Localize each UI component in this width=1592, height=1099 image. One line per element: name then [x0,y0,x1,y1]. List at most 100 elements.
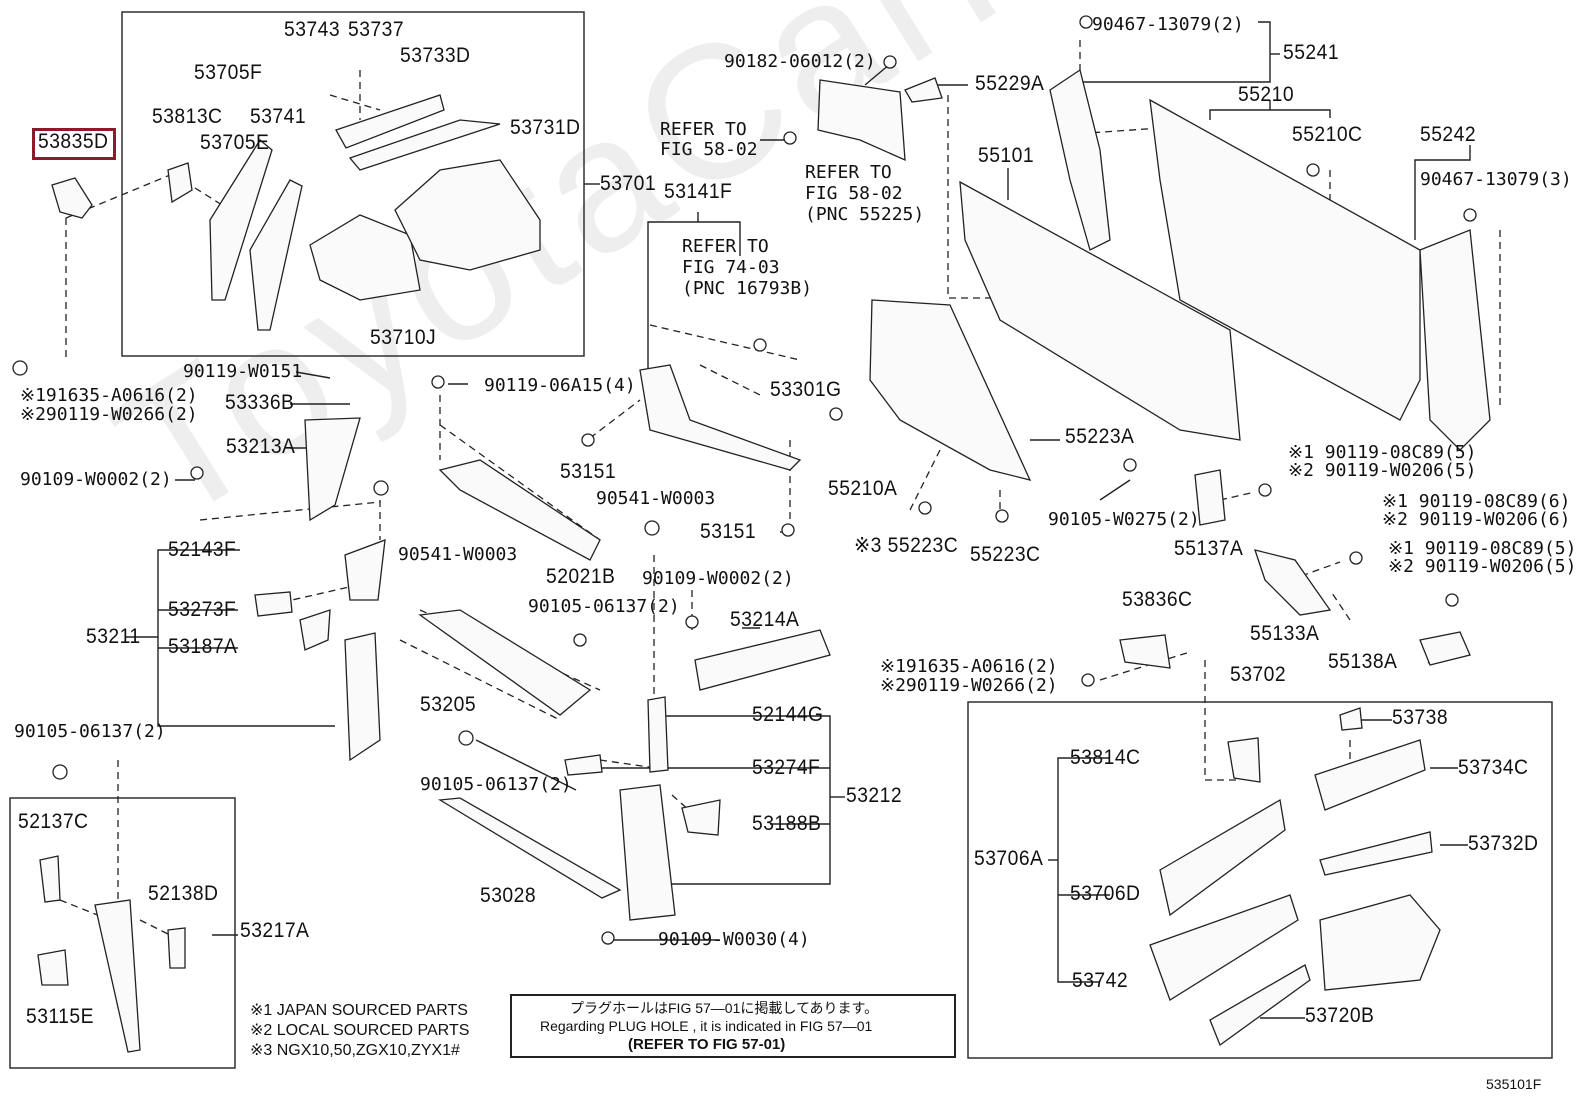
fastener-label-90109-w0002-left[interactable]: 90109-W0002(2) [20,469,172,490]
part-label-52144g[interactable]: 52144G [752,703,824,726]
plug-hole-note-refer[interactable]: (REFER TO FIG 57-01) [628,1036,786,1053]
part-label-53214a[interactable]: 53214A [730,608,800,631]
fastener-label-90119-08c89-a[interactable]: ※1 90119-08C89(5) [1288,442,1477,463]
refer-note-55225-line1: REFER TO [805,162,892,183]
highlight-box [32,128,116,160]
part-label-53813c[interactable]: 53813C [152,105,223,128]
refer-note-55225-line2: FIG 58-02 [805,183,903,204]
footnote-1: ※1 JAPAN SOURCED PARTS [250,1002,468,1019]
part-label-53151-top[interactable]: 53151 [560,460,617,483]
part-label-53706d[interactable]: 53706D [1070,882,1141,905]
fastener-label-90119-w0206-b[interactable]: ※2 90119-W0206(6) [1382,509,1571,530]
fastener-label-90105-06137-bottom[interactable]: 90105-06137(2) [420,774,572,795]
part-label-53213a[interactable]: 53213A [226,435,296,458]
fastener-label-91635-a0616-left[interactable]: ※191635-A0616(2) [20,385,198,406]
part-label-53732d[interactable]: 53732D [1468,832,1539,855]
part-label-53814c[interactable]: 53814C [1070,746,1141,769]
part-label-52021b[interactable]: 52021B [546,565,616,588]
group-box-53702 [967,701,1553,1059]
part-label-55229a[interactable]: 55229A [975,72,1045,95]
part-label-53738[interactable]: 53738 [1392,706,1449,729]
part-label-53706a[interactable]: 53706A [974,847,1044,870]
fastener-label-90119-w0206-c[interactable]: ※2 90119-W0206(5) [1388,556,1577,577]
part-label-53836c[interactable]: 53836C [1122,588,1193,611]
part-label-53211[interactable]: 53211 [86,625,141,648]
part-label-53743[interactable]: 53743 [284,18,341,41]
fastener-label-90119-w0266-left[interactable]: ※290119-W0266(2) [20,404,198,425]
plug-hole-note-japanese: プラグホールはFIG 57—01に掲載してあります。 [570,1000,879,1016]
fastener-label-90105-w0275[interactable]: 90105-W0275(2) [1048,509,1200,530]
part-label-53731d[interactable]: 53731D [510,116,581,139]
footnote-2: ※2 LOCAL SOURCED PARTS [250,1022,470,1039]
part-label-53187a[interactable]: 53187A [168,635,238,658]
part-label-55223a[interactable]: 55223A [1065,425,1135,448]
part-label-53720b[interactable]: 53720B [1305,1004,1375,1027]
part-label-53742[interactable]: 53742 [1072,969,1129,992]
fastener-label-90119-w0266-right[interactable]: ※290119-W0266(2) [880,675,1058,696]
fastener-label-90119-w0206-a[interactable]: ※2 90119-W0206(5) [1288,460,1477,481]
part-label-53737[interactable]: 53737 [348,18,405,41]
part-label-52143f[interactable]: 52143F [168,538,237,561]
refer-note-74-03-line3: (PNC 16793B) [682,278,813,299]
refer-note-74-03-line1: REFER TO [682,236,769,257]
part-label-55138a[interactable]: 55138A [1328,650,1398,673]
part-label-53741[interactable]: 53741 [250,105,307,128]
fastener-label-90105-06137-left[interactable]: 90105-06137(2) [14,721,166,742]
part-label-53734c[interactable]: 53734C [1458,756,1529,779]
refer-note-58-02-line2: FIG 58-02 [660,139,758,160]
part-label-55101[interactable]: 55101 [978,144,1035,167]
fastener-label-90119-08c89-b[interactable]: ※1 90119-08C89(6) [1382,491,1571,512]
footnote-3: ※3 NGX10,50,ZGX10,ZYX1# [250,1042,460,1059]
part-label-53273f[interactable]: 53273F [168,598,237,621]
part-label-52137c[interactable]: 52137C [18,810,89,833]
part-label-53705e[interactable]: 53705E [200,131,270,154]
part-label-53115e[interactable]: 53115E [26,1005,94,1028]
part-label-55241[interactable]: 55241 [1283,41,1340,64]
fastener-label-90467-right[interactable]: 90467-13079(3) [1420,169,1572,190]
part-label-53702[interactable]: 53702 [1230,663,1287,686]
part-label-52138d[interactable]: 52138D [148,882,219,905]
fastener-label-90541-w0003-left[interactable]: 90541-W0003 [398,544,518,565]
part-label-55210c[interactable]: 55210C [1292,123,1363,146]
fastener-label-90467-top[interactable]: 90467-13079(2) [1092,14,1244,35]
fastener-label-90109-w0030[interactable]: 90109-W0030(4) [658,929,810,950]
fastener-label-90182[interactable]: 90182-06012(2) [724,51,876,72]
figure-id: 535101F [1486,1076,1542,1092]
fastener-label-90119-06a15[interactable]: 90119-06A15(4) [484,375,636,396]
plug-hole-note-english: Regarding PLUG HOLE , it is indicated in… [540,1018,873,1034]
fastener-label-90541-w0003-mid[interactable]: 90541-W0003 [596,488,716,509]
part-label-55210a[interactable]: 55210A [828,477,898,500]
part-label-53336b[interactable]: 53336B [225,391,295,414]
part-label-55242[interactable]: 55242 [1420,123,1477,146]
fastener-label-90105-06137-mid[interactable]: 90105-06137(2) [528,596,680,617]
fastener-label-90119-08c89-c[interactable]: ※1 90119-08C89(5) [1388,538,1577,559]
part-label-53141f[interactable]: 53141F [664,180,733,203]
plug-hole-note-box [510,994,956,1058]
part-label-53301g[interactable]: 53301G [770,378,842,401]
part-label-53835d[interactable]: 53835D [38,130,109,153]
part-label-55223c[interactable]: 55223C [970,543,1041,566]
part-label-53274f[interactable]: 53274F [752,756,821,779]
fastener-label-90119-w0151[interactable]: 90119-W0151 [183,361,303,382]
part-label-53151-bottom[interactable]: 53151 [700,520,757,543]
part-label-53710j[interactable]: 53710J [370,326,437,349]
group-box-53217a [9,797,236,1069]
part-label-53705f[interactable]: 53705F [194,61,263,84]
part-label-55210[interactable]: 55210 [1238,83,1295,106]
refer-note-55225-line3: (PNC 55225) [805,204,925,225]
part-label-53733d[interactable]: 53733D [400,44,471,67]
part-label-53217a[interactable]: 53217A [240,919,310,942]
part-label-55133a[interactable]: 55133A [1250,622,1320,645]
part-label-55223c-note3[interactable]: ※3 55223C [854,534,959,557]
refer-note-58-02-line1: REFER TO [660,119,747,140]
part-label-53701[interactable]: 53701 [600,172,657,195]
part-label-55137a[interactable]: 55137A [1174,537,1244,560]
part-label-53188b[interactable]: 53188B [752,812,822,835]
part-label-53028[interactable]: 53028 [480,884,537,907]
part-label-53212[interactable]: 53212 [846,784,903,807]
fastener-label-91635-a0616-right[interactable]: ※191635-A0616(2) [880,656,1058,677]
part-label-53205[interactable]: 53205 [420,693,477,716]
fastener-label-90109-w0002-mid[interactable]: 90109-W0002(2) [642,568,794,589]
